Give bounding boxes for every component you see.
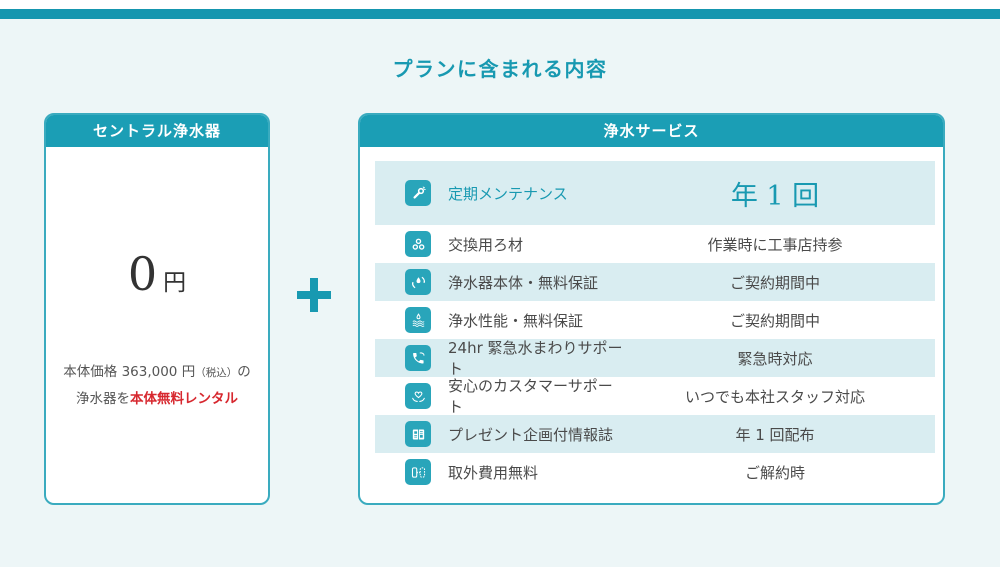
top-accent-bar <box>0 9 1000 19</box>
service-label: 取外費用無料 <box>448 463 539 482</box>
recycle-drop-icon <box>405 269 431 295</box>
price-note: 本体価格 363,000 円（税込）の 浄水器を本体無料レンタル <box>46 359 268 413</box>
service-row: 交換用ろ材 作業時に工事店持参 <box>375 225 935 263</box>
service-value: ご解約時 <box>744 463 805 482</box>
water-service-card: 浄水サービス 定期メンテナンス 年 1 回 交換用ろ材 作業時に工事店持参 浄水… <box>358 113 945 505</box>
plus-wrap <box>270 278 358 312</box>
service-label: 定期メンテナンス <box>448 184 568 203</box>
price-note-line2: 浄水器を <box>76 391 130 407</box>
service-label: 24hr 緊急水まわりサポート <box>448 339 623 378</box>
wrench-icon <box>405 180 431 206</box>
page-title: プランに含まれる内容 <box>392 57 608 81</box>
service-row: 浄水性能・無料保証 ご契約期間中 <box>375 301 935 339</box>
water-service-card-header: 浄水サービス <box>360 115 943 147</box>
price-unit: 円 <box>163 270 187 296</box>
phone-icon <box>405 345 431 371</box>
price-number: 0 <box>127 247 158 301</box>
plus-icon <box>297 278 331 312</box>
service-value: ご契約期間中 <box>729 273 820 292</box>
heart-hands-icon <box>405 383 431 409</box>
service-label: 浄水器本体・無料保証 <box>448 273 599 292</box>
price-note-line1-tail: の <box>237 364 251 380</box>
service-value: 年 1 回 <box>730 180 820 212</box>
magazine-icon <box>405 421 431 447</box>
service-value: 年 1 回配布 <box>735 425 815 444</box>
price-note-line1: 本体価格 363,000 円 <box>63 364 196 380</box>
service-value: 緊急時対応 <box>737 349 813 368</box>
service-value: ご契約期間中 <box>729 311 820 330</box>
service-label: 交換用ろ材 <box>448 235 524 254</box>
service-rows: 定期メンテナンス 年 1 回 交換用ろ材 作業時に工事店持参 浄水器本体・無料保… <box>360 147 943 503</box>
free-rental-highlight: 本体無料レンタル <box>130 391 238 407</box>
service-row: 24hr 緊急水まわりサポート 緊急時対応 <box>375 339 935 378</box>
service-label: 浄水性能・無料保証 <box>448 311 584 330</box>
water-drop-waves-icon <box>405 307 431 333</box>
service-row: 浄水器本体・無料保証 ご契約期間中 <box>375 263 935 301</box>
price-note-tax-label: （税込） <box>195 367 238 379</box>
filter-media-icon <box>405 231 431 257</box>
service-row: プレゼント企画付情報誌 年 1 回配布 <box>375 415 935 453</box>
service-label: プレゼント企画付情報誌 <box>448 425 614 444</box>
service-value: 作業時に工事店持参 <box>707 235 843 254</box>
service-label: 安心のカスタマーサポート <box>448 377 613 416</box>
service-row: 取外費用無料 ご解約時 <box>375 453 935 491</box>
detach-icon <box>405 459 431 485</box>
service-row: 定期メンテナンス 年 1 回 <box>375 161 935 225</box>
service-value: いつでも本社スタッフ対応 <box>684 387 865 406</box>
service-row: 安心のカスタマーサポート いつでも本社スタッフ対応 <box>375 377 935 416</box>
central-purifier-card-header: セントラル浄水器 <box>46 115 268 147</box>
